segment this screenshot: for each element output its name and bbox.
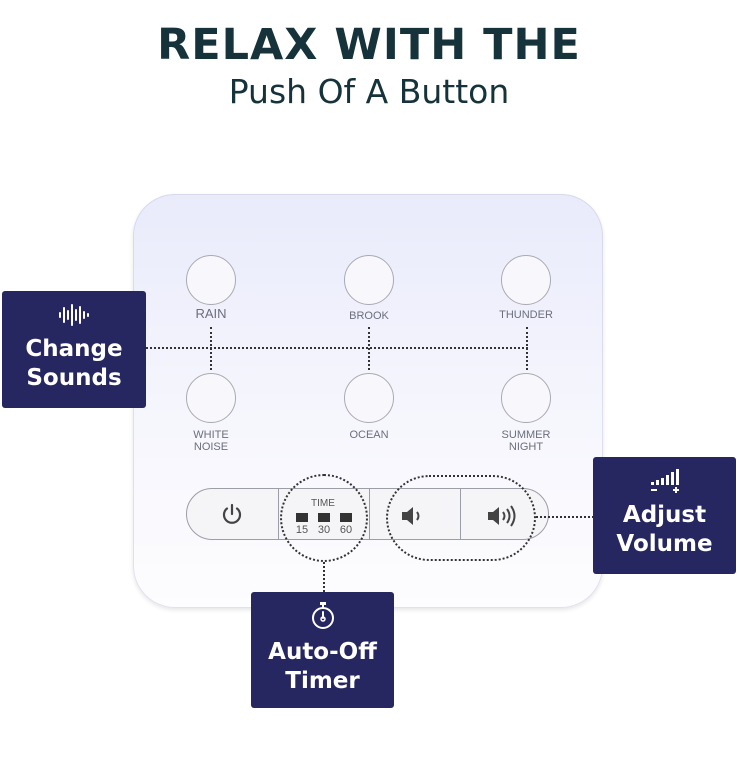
white-noise-label-line1: WHITE (193, 429, 229, 441)
adjust-volume-line2: Volume (616, 531, 713, 557)
change-sounds-line2: Sounds (26, 365, 122, 391)
volume-connector-line (536, 516, 594, 518)
stopwatch-icon-wrap (251, 602, 394, 630)
volume-level-icon-wrap (593, 469, 736, 495)
summer-night-label-line1: SUMMER (501, 429, 551, 441)
ocean-label: OCEAN (349, 429, 389, 441)
brook-connector (368, 327, 370, 370)
brook-button[interactable] (344, 255, 394, 305)
auto-off-line2: Timer (285, 668, 360, 694)
timer-connector-line (323, 562, 325, 592)
summer-night-label: SUMMER NIGHT (471, 429, 581, 453)
soundwave-icon-wrap (2, 303, 146, 327)
auto-off-timer-text: Auto-Off Timer (251, 638, 394, 696)
rain-label: RAIN (195, 306, 227, 321)
soundwave-icon (59, 304, 89, 326)
control-divider (369, 489, 370, 539)
auto-off-timer-callout: Auto-Off Timer (251, 592, 394, 708)
power-icon (222, 503, 242, 524)
power-button[interactable] (218, 502, 246, 530)
brook-label: BROOK (349, 310, 389, 322)
thunder-button[interactable] (501, 255, 551, 305)
white-noise-label: WHITE NOISE (156, 429, 266, 453)
control-divider (460, 489, 461, 539)
sounds-connector-line (146, 347, 528, 349)
adjust-volume-callout: Adjust Volume (593, 457, 736, 574)
thunder-connector (526, 327, 528, 370)
volume-highlight-ring (386, 475, 536, 561)
timer-highlight-ring (280, 474, 368, 562)
change-sounds-line1: Change (25, 336, 123, 362)
summer-night-button[interactable] (501, 373, 551, 423)
change-sounds-text: Change Sounds (2, 335, 146, 393)
rain-button[interactable] (186, 255, 236, 305)
change-sounds-callout: Change Sounds (2, 291, 146, 408)
page-subtitle: Push Of A Button (228, 72, 510, 111)
ocean-button[interactable] (344, 373, 394, 423)
rain-connector (210, 327, 212, 370)
volume-level-icon (650, 469, 679, 493)
white-noise-button[interactable] (186, 373, 236, 423)
auto-off-line1: Auto-Off (268, 639, 377, 665)
stopwatch-icon (311, 602, 334, 629)
adjust-volume-line1: Adjust (622, 502, 707, 528)
adjust-volume-text: Adjust Volume (593, 501, 736, 559)
white-noise-label-line2: NOISE (193, 441, 229, 453)
page-title: RELAX WITH THE (157, 20, 581, 70)
summer-night-label-line2: NIGHT (508, 441, 544, 453)
control-divider (278, 489, 279, 539)
thunder-label: THUNDER (499, 309, 553, 321)
